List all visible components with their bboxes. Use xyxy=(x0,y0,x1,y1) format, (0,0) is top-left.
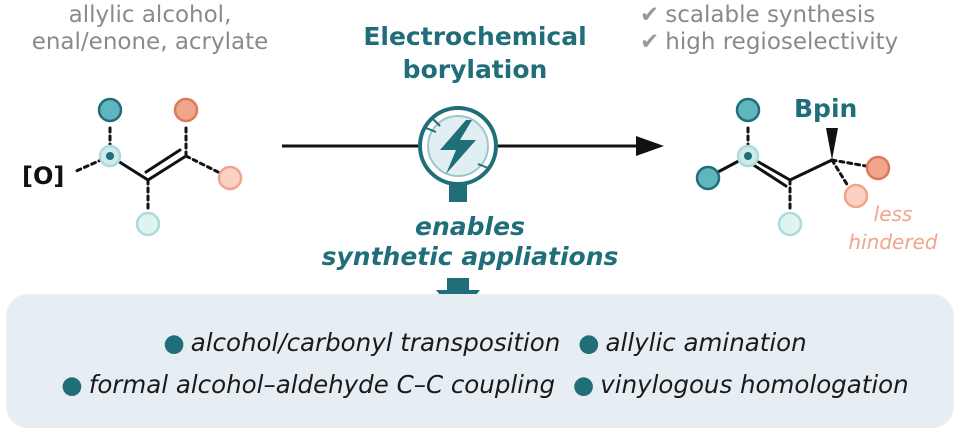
bullet-icon: ● xyxy=(163,328,185,357)
substituent-circle xyxy=(135,211,161,237)
substrate-classes: allylic alcohol, enal/enone, acrylate xyxy=(0,2,300,56)
reactant-substituents xyxy=(97,97,243,237)
bpin-label: Bpin xyxy=(794,94,858,123)
application-item: formal alcohol–aldehyde C–C coupling xyxy=(88,370,556,399)
title-line-2: borylation xyxy=(402,55,548,84)
bullet-icon: ● xyxy=(572,370,595,399)
dashed-bond-lower-right xyxy=(830,158,850,188)
double-bond-line xyxy=(144,148,182,174)
bullet-icon: ● xyxy=(61,370,83,399)
stereocenter-dot xyxy=(744,152,752,160)
substituent-circle xyxy=(217,165,243,191)
substrate-line-2: enal/enone, acrylate xyxy=(31,29,269,55)
application-item: allylic amination xyxy=(605,328,807,357)
product-substituents xyxy=(695,97,891,237)
benefit-item: ✔scalable synthesis xyxy=(640,2,964,29)
benefit-label: scalable synthesis xyxy=(665,2,876,28)
substituent-circle xyxy=(865,155,891,181)
oxygen-label: [O] xyxy=(22,162,65,190)
bond-c2-c3 xyxy=(788,158,834,182)
bullet-icon: ● xyxy=(578,328,600,357)
applications-panel: ●alcohol/carbonyl transposition ●allylic… xyxy=(6,294,954,428)
application-item: vinylogous homologation xyxy=(600,370,909,399)
benefits-list: ✔scalable synthesis ✔high regioselectivi… xyxy=(640,2,964,56)
dashed-bond-right xyxy=(830,158,868,168)
bond-c2-c3 xyxy=(146,154,188,182)
check-icon: ✔ xyxy=(640,29,660,55)
enables-caption: enables synthetic appliations xyxy=(300,212,640,272)
substrate-line-1: allylic alcohol, xyxy=(68,2,232,28)
lightning-bolt-icon xyxy=(418,106,498,202)
substituent-circle xyxy=(695,165,721,191)
reaction-title: Electrochemical borylation xyxy=(310,20,640,86)
dashed-bond-right xyxy=(184,154,220,174)
applications-row-2: ●formal alcohol–aldehyde C–C coupling ●v… xyxy=(6,370,954,399)
title-line-1: Electrochemical xyxy=(363,22,587,51)
less-hindered-note: less hindered xyxy=(838,200,948,256)
double-bond-line xyxy=(750,162,788,188)
wedge-bond-bpin xyxy=(826,128,838,160)
note-line-1: less xyxy=(873,202,913,226)
stereocenter-dot xyxy=(106,152,114,160)
product-structure xyxy=(716,126,868,212)
substituent-circle xyxy=(173,97,199,123)
substituent-circle xyxy=(777,211,803,237)
note-line-2: hindered xyxy=(848,230,938,254)
benefit-item: ✔high regioselectivity xyxy=(640,29,964,56)
substituent-circle xyxy=(843,183,869,209)
reactant-structure xyxy=(72,126,220,212)
enables-line-1: enables xyxy=(415,212,525,241)
applications-row-1: ●alcohol/carbonyl transposition ●allylic… xyxy=(6,328,954,357)
substituent-circle xyxy=(97,97,123,123)
application-item: alcohol/carbonyl transposition xyxy=(190,328,561,357)
check-icon: ✔ xyxy=(640,2,660,28)
enables-line-2: synthetic appliations xyxy=(321,242,619,271)
substituent-circle xyxy=(735,97,761,123)
benefit-label: high regioselectivity xyxy=(665,29,899,55)
